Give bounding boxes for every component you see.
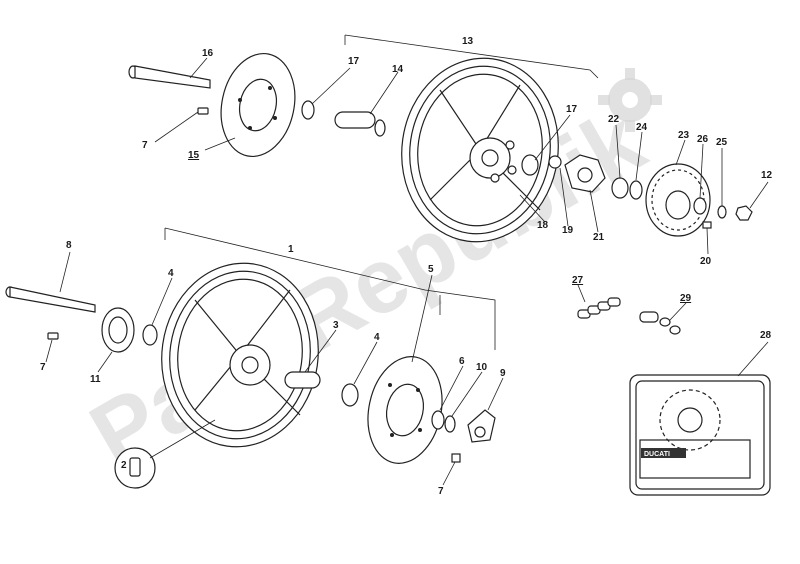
front-wheel [161, 262, 319, 448]
callout-5: 5 [428, 264, 434, 275]
callout-17b: 17 [566, 104, 578, 115]
watermark-gear-icon [598, 68, 662, 132]
rear-sprocket [645, 163, 711, 237]
callout-16: 16 [202, 48, 214, 59]
callout-11: 11 [90, 374, 101, 385]
callout-29: 29 [680, 293, 692, 304]
callout-1: 1 [288, 244, 294, 255]
callout-18: 18 [537, 220, 549, 231]
rear-wheel [401, 57, 559, 243]
front-wheel-group [5, 227, 496, 489]
callout-19: 19 [562, 225, 574, 236]
sprocket-cover-panel: DUCATI [629, 374, 771, 496]
callout-10: 10 [476, 362, 488, 373]
callout-13: 13 [462, 36, 474, 47]
chain-segment [577, 297, 621, 319]
callout-2: 2 [121, 460, 127, 471]
callout-26: 26 [697, 134, 709, 145]
rear-brake-disc [220, 52, 296, 158]
callout-7c: 7 [438, 486, 444, 497]
watermark-text: PartsRepublik [74, 89, 661, 487]
callout-12: 12 [761, 170, 773, 181]
valve-detail [114, 419, 216, 489]
front-axle [5, 286, 96, 313]
callout-21: 21 [593, 232, 605, 243]
sticker-brand-text: DUCATI [644, 451, 670, 458]
callout-4b: 4 [374, 332, 380, 343]
callout-9: 9 [500, 368, 506, 379]
sprocket-carrier [564, 154, 606, 193]
callout-7b: 7 [40, 362, 46, 373]
callout-7a: 7 [142, 140, 148, 151]
callout-labels: 13 16 17 14 7 15 17 22 24 23 26 25 12 18… [40, 36, 773, 497]
callout-14: 14 [392, 64, 404, 75]
speedo-sensor [467, 409, 496, 443]
callout-15: 15 [188, 150, 200, 161]
chain-master-link [639, 311, 681, 335]
callout-20: 20 [700, 256, 712, 267]
rear-axle [128, 65, 211, 89]
callout-22: 22 [608, 114, 620, 125]
callout-25: 25 [716, 137, 728, 148]
rear-wheel-group [128, 34, 753, 243]
callout-27: 27 [572, 275, 584, 286]
callout-24: 24 [636, 122, 648, 133]
callout-4a: 4 [168, 268, 174, 279]
chain-parts [577, 297, 681, 335]
callout-17a: 17 [348, 56, 360, 67]
callout-3: 3 [333, 320, 339, 331]
callout-6: 6 [459, 356, 465, 367]
callout-28: 28 [760, 330, 772, 341]
front-brake-disc [367, 356, 443, 464]
callout-23: 23 [678, 130, 690, 141]
leader-lines [45, 57, 769, 486]
speedometer-drive [101, 307, 135, 353]
callout-8: 8 [66, 240, 72, 251]
